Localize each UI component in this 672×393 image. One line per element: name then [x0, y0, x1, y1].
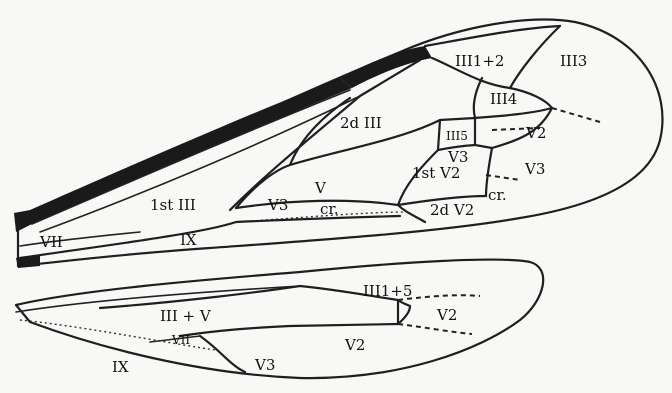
label-cr-2: cr.: [488, 186, 507, 204]
hindwing-cubitus: [200, 336, 245, 372]
label-v2-right: V2: [525, 124, 546, 142]
hindwing-outline: [16, 260, 543, 378]
hindwing-media: [180, 324, 398, 336]
label-v2-hind-lower: V2: [344, 336, 365, 354]
vein-v3-lower: [236, 201, 398, 208]
vein-cubitus: [398, 205, 425, 222]
label-vii-hind: VII: [171, 333, 190, 347]
label-2d-iii: 2d III: [340, 114, 382, 132]
dash-v3-right: [486, 175, 520, 180]
label-v3-fore: V3: [267, 196, 288, 214]
label-v: V: [314, 179, 327, 197]
label-v3-right: V3: [524, 160, 545, 178]
label-1st-v2: 1st V2: [412, 164, 460, 182]
label-v2-hind: V2: [436, 306, 457, 324]
dash-iii4: [552, 108, 600, 122]
label-v3-hind: V3: [254, 356, 275, 374]
label-cr-1: cr.: [320, 200, 339, 218]
label-iii3: III3: [560, 52, 587, 70]
label-iii4: III4: [490, 90, 517, 108]
label-ix-hind: IX: [112, 358, 129, 376]
stigma: [340, 46, 432, 88]
label-vii-fore: VII: [39, 233, 63, 251]
subcosta: [40, 96, 360, 232]
label-iii-v: III + V: [160, 307, 212, 325]
hindwing-crossvein: [398, 300, 410, 324]
label-iii15: III1+5: [363, 282, 412, 300]
anal-base: [16, 255, 40, 268]
label-2d-v2: 2d V2: [430, 201, 474, 219]
label-v3-small: V3: [447, 148, 468, 166]
label-ix-fore: IX: [180, 231, 197, 249]
label-iii12: III1+2: [455, 52, 504, 70]
vein-iii12-end: [510, 26, 560, 88]
hindwing: [16, 260, 543, 378]
label-iii5: III5: [446, 129, 468, 143]
hindwing-costa: [16, 286, 300, 312]
label-1st-iii: 1st III: [150, 196, 196, 214]
dash-v2-hind: [398, 324, 472, 334]
